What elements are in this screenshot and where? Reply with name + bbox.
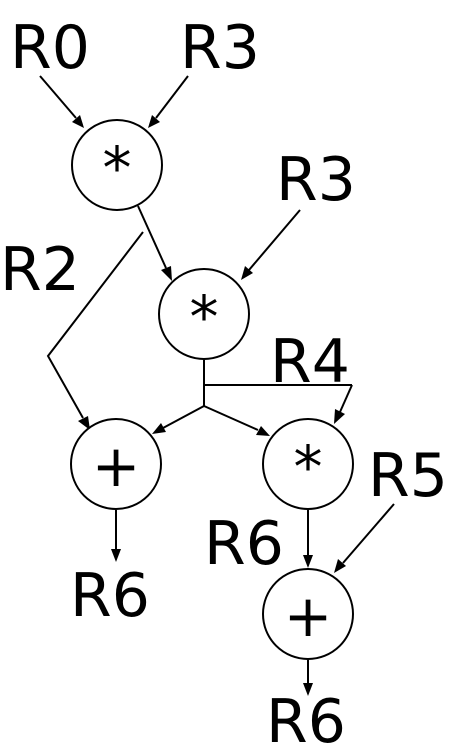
edge-mul1-to-add1 bbox=[46, 231, 144, 430]
edge-r3-to-mul2 bbox=[241, 209, 301, 280]
edge-add2-to-r6 bbox=[303, 660, 313, 696]
label-r6-mid: R6 bbox=[204, 509, 284, 579]
edge-r3-to-mul1 bbox=[148, 75, 189, 128]
node-add1: + bbox=[70, 418, 162, 510]
edge-mul1-to-mul2 bbox=[137, 205, 172, 281]
edge-mul2-to-split bbox=[203, 360, 353, 424]
edges bbox=[39, 75, 395, 696]
label-r4: R4 bbox=[270, 327, 350, 397]
label-r3-mid: R3 bbox=[276, 145, 356, 215]
node-add1-symbol: + bbox=[92, 432, 141, 500]
edge-split-to-add1 bbox=[152, 405, 205, 434]
node-mul1: * bbox=[71, 119, 163, 211]
edge-add1-to-r6 bbox=[111, 510, 121, 562]
label-r0-top: R0 bbox=[10, 13, 90, 83]
node-mul2-symbol: * bbox=[190, 283, 219, 351]
label-r5: R5 bbox=[368, 441, 448, 511]
label-r6-left: R6 bbox=[70, 561, 150, 631]
label-r2: R2 bbox=[0, 235, 80, 305]
node-mul1-symbol: * bbox=[103, 134, 132, 202]
edge-mul3-to-add2 bbox=[303, 510, 313, 568]
edge-r5-to-add2 bbox=[334, 503, 395, 573]
node-mul3: * bbox=[262, 418, 354, 510]
node-add2: + bbox=[262, 568, 354, 660]
label-r6-bottom: R6 bbox=[266, 687, 346, 746]
node-mul3-symbol: * bbox=[294, 433, 323, 501]
node-add2-symbol: + bbox=[284, 582, 333, 650]
edge-split-to-mul3 bbox=[203, 405, 270, 436]
label-r3-top: R3 bbox=[180, 13, 260, 83]
edge-r0-to-mul1 bbox=[39, 75, 84, 128]
node-mul2: * bbox=[158, 268, 250, 360]
